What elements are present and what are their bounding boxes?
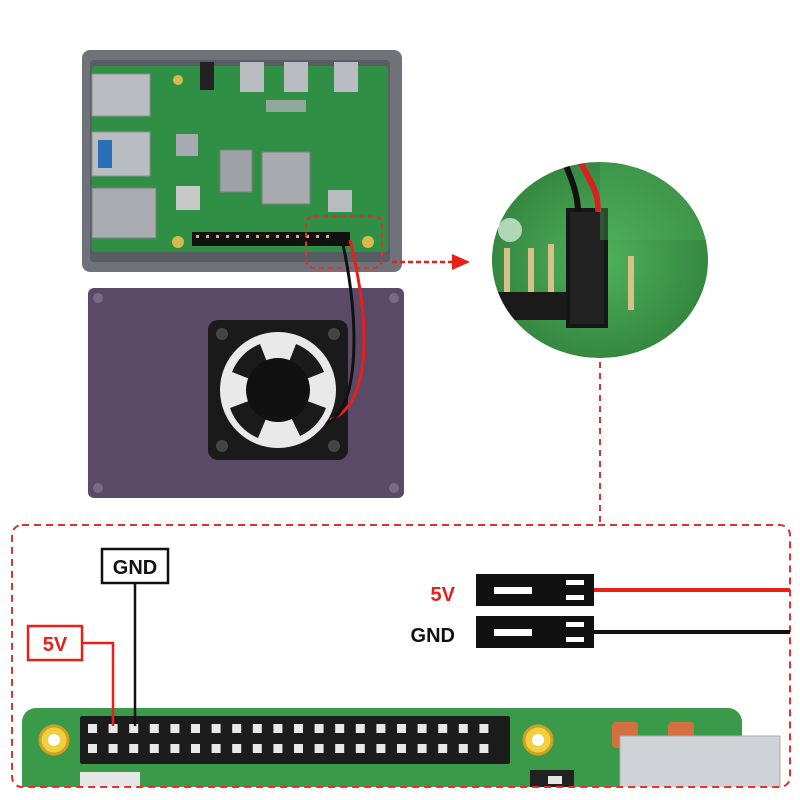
5v-leader-line xyxy=(82,641,115,726)
gnd-pin-label: GND xyxy=(113,557,157,579)
5v-pin-callout: 5V xyxy=(26,624,115,726)
gnd-pin-callout: GND xyxy=(100,547,170,726)
gpio-highlight-box xyxy=(305,215,383,269)
legend-5v: 5V xyxy=(431,574,790,606)
gpio-pin xyxy=(438,724,448,733)
gpio-pin xyxy=(170,724,180,733)
gpio-pin xyxy=(211,724,221,733)
gpio-pin xyxy=(314,744,324,753)
5v-pin-label: 5V xyxy=(43,634,68,656)
gpio-pin xyxy=(252,724,262,733)
fan-wire-gnd xyxy=(325,239,356,426)
gpio-pin xyxy=(479,724,489,733)
ethernet-port-icon xyxy=(91,187,157,239)
gpio-pin xyxy=(314,724,324,733)
zoom-arrow xyxy=(392,254,470,270)
gpio-pin xyxy=(376,724,386,733)
gpio-pin xyxy=(88,724,97,733)
gpio-pin xyxy=(458,744,468,753)
gpio-pin xyxy=(355,724,365,733)
gpio-header xyxy=(192,232,350,246)
gpio-pin xyxy=(376,744,386,753)
gpio-pin xyxy=(191,724,200,733)
gpio-pin xyxy=(397,724,406,733)
fan-plate-photo xyxy=(88,239,404,498)
gpio-pin xyxy=(273,724,283,733)
gpio-pin xyxy=(479,744,489,753)
gpio-pin xyxy=(458,724,468,733)
gpio-pin xyxy=(273,744,283,753)
legend-5v-label: 5V xyxy=(431,584,456,606)
gpio-pin xyxy=(211,744,221,753)
gpio-pin xyxy=(417,724,427,733)
legend-gnd-label: GND xyxy=(411,625,455,647)
gpio-pin xyxy=(129,724,139,733)
heatsink xyxy=(261,151,311,205)
cooling-fan-icon xyxy=(208,320,348,460)
gpio-pin xyxy=(294,744,303,753)
gpio-pin xyxy=(108,724,118,733)
gpio-pin xyxy=(438,744,448,753)
gpio-pin xyxy=(232,724,242,733)
wiring-detail-panel: GND 5V 5V GND xyxy=(11,524,791,788)
gpio-pin xyxy=(108,744,118,753)
5v-label-box xyxy=(26,624,84,662)
usb-port-icon xyxy=(91,73,151,117)
gpio-pin xyxy=(129,744,139,753)
fan-wire-5v xyxy=(329,239,366,422)
gpio-pin xyxy=(335,724,345,733)
gpio-pin xyxy=(397,744,406,753)
gpio-pin xyxy=(149,744,159,753)
dupont-connector-icon xyxy=(476,574,594,606)
legend-gnd: GND xyxy=(411,616,790,648)
gpio-pin xyxy=(335,744,345,753)
gpio-pin xyxy=(294,724,303,733)
pi-case-photo xyxy=(82,50,402,272)
gpio-pin xyxy=(355,744,365,753)
gpio-pin xyxy=(191,744,200,753)
gpio-pin xyxy=(252,744,262,753)
gpio-pin xyxy=(232,744,242,753)
panel-border xyxy=(11,524,791,788)
gpio-pin xyxy=(149,724,159,733)
zoom-detail xyxy=(488,158,712,362)
gpio-pin xyxy=(88,744,97,753)
dupont-connector-icon xyxy=(476,616,594,648)
gpio-pins xyxy=(88,724,489,753)
gpio-pin xyxy=(417,744,427,753)
gpio-header-closeup xyxy=(80,716,510,764)
gpio-pin xyxy=(170,744,180,753)
